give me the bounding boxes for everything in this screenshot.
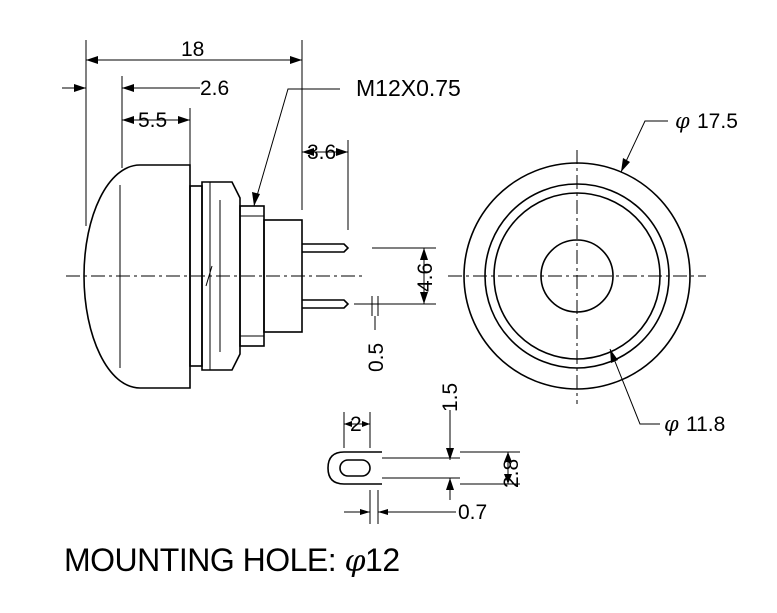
leader-11-8: [609, 348, 660, 425]
mounting-hole-note: MOUNTING HOLE: φ12: [64, 542, 400, 579]
dim-body-offset: 2.6: [200, 77, 229, 100]
arrow-2-6-left: [74, 84, 86, 92]
dim-terminal-width: 2: [350, 413, 362, 436]
arrow-17-5: [621, 158, 630, 172]
dim-terminal-hole: 1.5: [439, 383, 462, 412]
dim-pin-spacing: 4.6: [414, 263, 437, 292]
terminal-detail: 2 1.5 2.8 0.7: [327, 383, 523, 524]
arrow-tail-bottom: [446, 478, 454, 490]
arrow-2-6-right: [122, 84, 134, 92]
dim-pin-thickness: 0.5: [365, 343, 388, 372]
arrow-4-6-bottom: [420, 292, 428, 304]
dim-outer-diameter: 17.5: [697, 110, 738, 133]
mounting-hole-label: MOUNTING HOLE:: [64, 542, 337, 578]
phi-17-5-symbol: φ: [675, 109, 690, 133]
arrow-3-6-left: [302, 148, 314, 156]
leader-17-5: [620, 120, 668, 173]
arrow-1-5: [446, 448, 454, 460]
mounting-hole-phi-symbol: φ: [344, 544, 366, 579]
terminal-lug: [327, 451, 382, 485]
hex-nut: [201, 181, 241, 371]
dim-terminal-length: 3.6: [307, 141, 336, 164]
terminal-slot: [339, 459, 371, 477]
arrow-3-6-right: [336, 148, 348, 156]
arrow-5-5-left: [122, 116, 134, 124]
arrow-0-7-right: [378, 509, 388, 515]
rear-base: [263, 219, 303, 333]
arrow-2-left: [344, 421, 352, 427]
thread-label: M12X0.75: [356, 75, 461, 101]
arrow-0-7-left: [360, 509, 370, 515]
dim-overall-length: 18: [181, 38, 204, 61]
arrow-4-6-top: [420, 248, 428, 260]
dim-cap-depth: 5.5: [138, 109, 167, 132]
front-view: φ 17.5 φ 11.8: [448, 109, 738, 436]
arrow-18-left: [86, 56, 98, 64]
hex-nut-chamfer: [205, 265, 213, 287]
dim-inner-diameter: 11.8: [686, 413, 725, 436]
arrow-11-8: [610, 349, 618, 363]
arrow-18-right: [290, 56, 302, 64]
arrow-2-8-bottom: [504, 474, 512, 484]
terminal-pin-top: [302, 243, 350, 253]
arrow-2-right: [362, 421, 370, 427]
terminal-pin-bottom: [302, 299, 350, 309]
thread-leader: [253, 88, 340, 207]
phi-11-8-symbol: φ: [664, 412, 679, 436]
button-cap: [83, 164, 191, 389]
arrow-5-5-right: [178, 116, 190, 124]
dim-terminal-height: 2.8: [500, 459, 523, 488]
dim-terminal-gap: 0.7: [458, 501, 487, 524]
thread-leader-arrow: [252, 192, 260, 206]
side-view: 18 2.6 5.5 M12X0.75 3.6 4.6: [62, 38, 461, 389]
mounting-hole-value: 12: [365, 542, 400, 578]
arrow-2-8-top: [504, 452, 512, 462]
